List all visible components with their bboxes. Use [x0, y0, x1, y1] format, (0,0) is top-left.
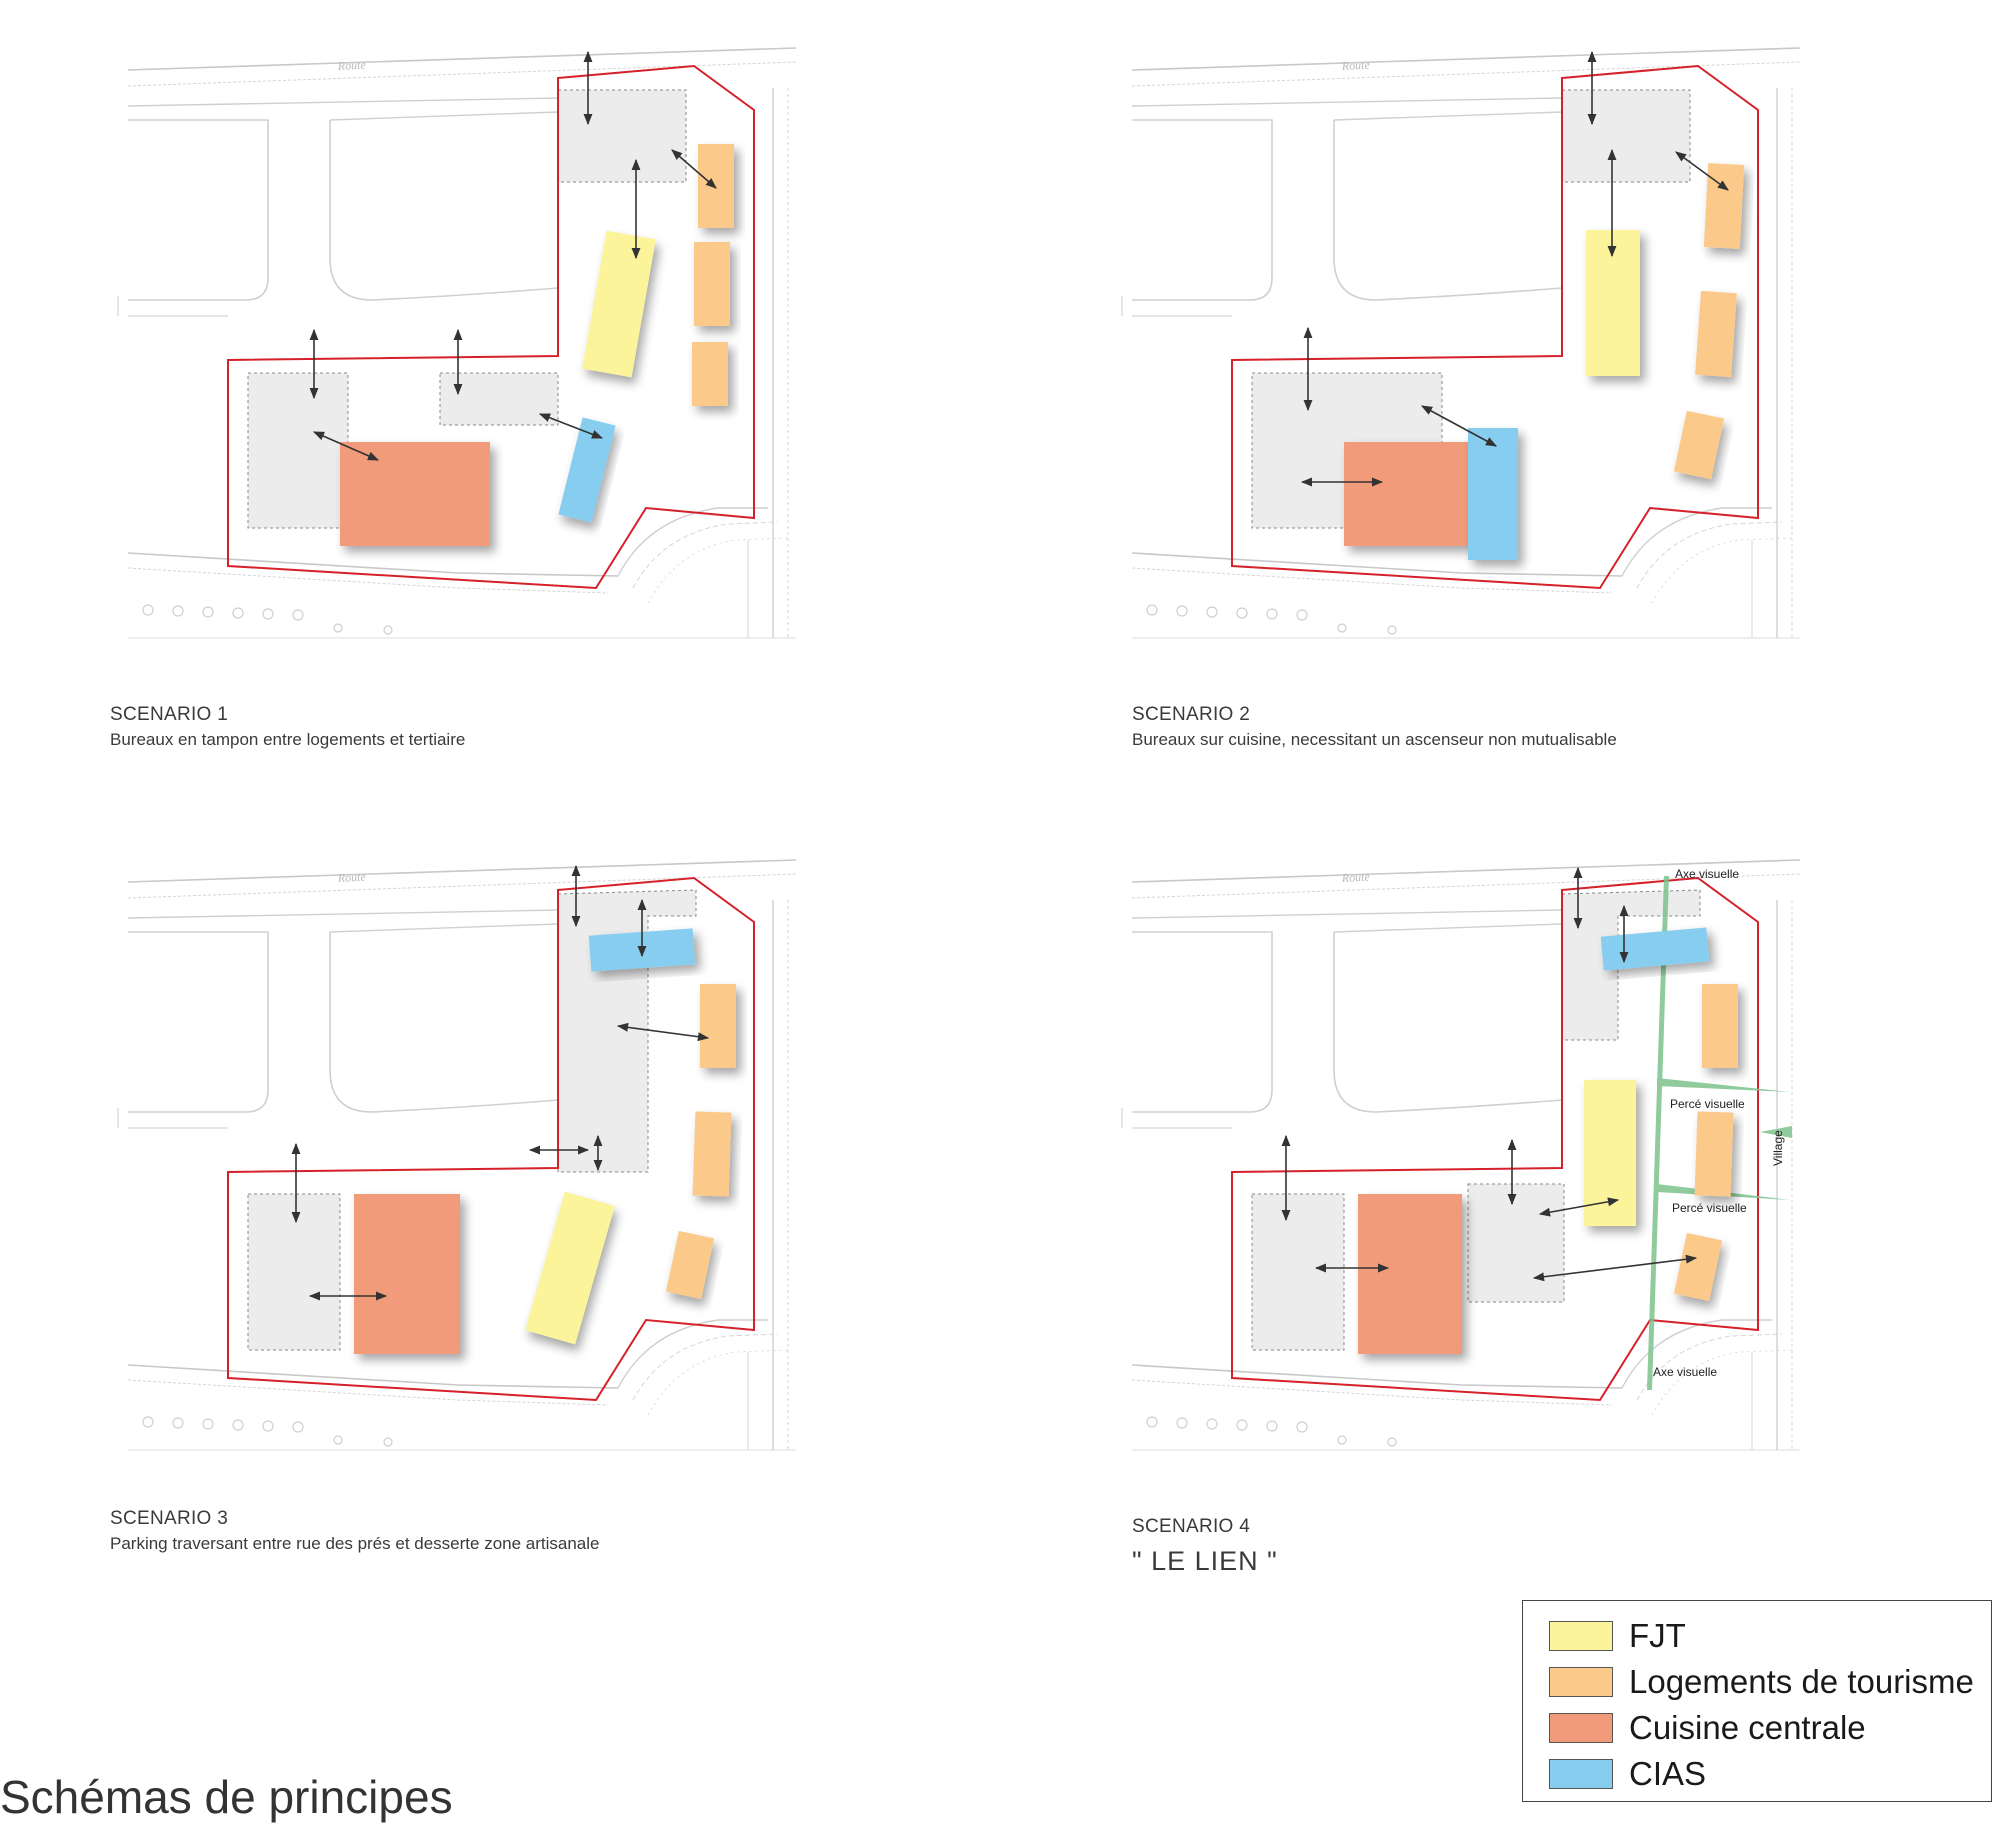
visual-perce — [1760, 1126, 1792, 1138]
scenario-3-title: SCENARIO 3 — [110, 1508, 229, 1529]
legend-swatch — [1549, 1759, 1613, 1789]
scenario-3-caption: SCENARIO 3 Parking traversant entre rue … — [110, 1508, 600, 1554]
logements-building — [692, 1111, 732, 1197]
scenario-2-caption: SCENARIO 2 Bureaux sur cuisine, necessit… — [1132, 704, 1617, 750]
office-zone — [247, 372, 349, 529]
fjt-building — [525, 1191, 615, 1345]
visual-axis-label: Axe visuelle — [1675, 867, 1739, 881]
cuisine-building — [1344, 442, 1470, 546]
scenario-2-plan: Route — [1121, 47, 1801, 639]
logements-building — [1673, 1232, 1723, 1302]
legend-label: CIAS — [1629, 1755, 1707, 1792]
road-label: Route — [336, 870, 366, 886]
access-arrow — [1675, 151, 1729, 191]
logements-building — [1695, 290, 1737, 378]
access-arrow — [671, 149, 717, 189]
fjt-building — [1586, 230, 1640, 376]
cuisine-building — [340, 442, 490, 546]
road-label: Route — [1340, 870, 1370, 886]
legend-item-cuisine: Cuisine centrale — [1549, 1709, 1866, 1747]
cuisine-building — [354, 1194, 460, 1354]
logements-building — [694, 242, 730, 326]
legend-swatch — [1549, 1667, 1613, 1697]
parking-zone — [1467, 1183, 1565, 1303]
access-arrow — [1532, 1254, 1698, 1282]
site-boundary — [227, 64, 755, 590]
legend-item-fjt: FJT — [1549, 1617, 1686, 1655]
legend-label: Cuisine centrale — [1629, 1709, 1866, 1746]
page-title: Schémas de principes — [0, 1771, 453, 1823]
site-boundary — [1231, 876, 1759, 1402]
scenario-4-subtitle: " LE LIEN " — [1132, 1546, 1278, 1576]
site-boundary — [1231, 64, 1759, 590]
cuisine-building — [1358, 1194, 1462, 1354]
legend: FJT Logements de tourisme Cuisine centra… — [1522, 1600, 1992, 1802]
cias-building — [1468, 428, 1518, 560]
logements-building — [1702, 984, 1738, 1068]
cias-building — [558, 417, 616, 523]
legend-label: Logements de tourisme — [1629, 1663, 1974, 1700]
legend-swatch — [1549, 1713, 1613, 1743]
visual-perce-label: Percé visuelle — [1670, 1097, 1745, 1111]
access-arrow — [538, 413, 604, 439]
logements-building — [665, 1230, 715, 1300]
village-label: Village — [1771, 1130, 1785, 1166]
logements-building — [698, 144, 734, 228]
scenario-1-subtitle: Bureaux en tampon entre logements et ter… — [110, 730, 466, 749]
scenario-1-caption: SCENARIO 1 Bureaux en tampon entre logem… — [110, 704, 465, 750]
logements-building — [700, 984, 736, 1068]
access-arrow — [616, 1022, 710, 1042]
scenario-4-plan: Route Axe visuelle Percé visuelle Pe — [1121, 859, 1801, 1451]
road-label: Route — [1340, 58, 1370, 74]
scenario-2-subtitle: Bureaux sur cuisine, necessitant un asce… — [1132, 730, 1617, 749]
visual-perce — [1657, 1078, 1790, 1092]
visual-perce-label: Percé visuelle — [1672, 1201, 1747, 1215]
site-boundary — [227, 876, 755, 1402]
legend-swatch — [1549, 1621, 1613, 1651]
road-label: Route — [336, 58, 366, 74]
access-arrow — [1538, 1197, 1620, 1217]
parking-zone — [247, 1193, 341, 1351]
access-arrow — [1421, 405, 1497, 447]
scenario-4-title: SCENARIO 4 — [1132, 1516, 1251, 1537]
scenario-1-plan: Route — [117, 47, 797, 639]
legend-item-cias: CIAS — [1549, 1755, 1706, 1793]
legend-label: FJT — [1629, 1617, 1686, 1654]
fjt-building — [582, 230, 656, 378]
logements-building — [1694, 1111, 1734, 1197]
scenario-2-title: SCENARIO 2 — [1132, 704, 1251, 725]
parking-zone — [1251, 1193, 1345, 1351]
logements-building — [692, 342, 728, 406]
access-arrow — [312, 431, 380, 461]
scenario-1-title: SCENARIO 1 — [110, 704, 229, 725]
scenario-3-subtitle: Parking traversant entre rue des prés et… — [110, 1534, 600, 1553]
office-zone — [1561, 89, 1691, 183]
visual-axis-label: Axe visuelle — [1653, 1365, 1717, 1379]
legend-item-logements: Logements de tourisme — [1549, 1663, 1974, 1701]
logements-building — [1673, 410, 1725, 480]
scenario-4-caption: SCENARIO 4 " LE LIEN " — [1132, 1516, 1278, 1577]
scenario-3-plan: Route — [117, 859, 797, 1451]
office-zone — [557, 89, 687, 183]
